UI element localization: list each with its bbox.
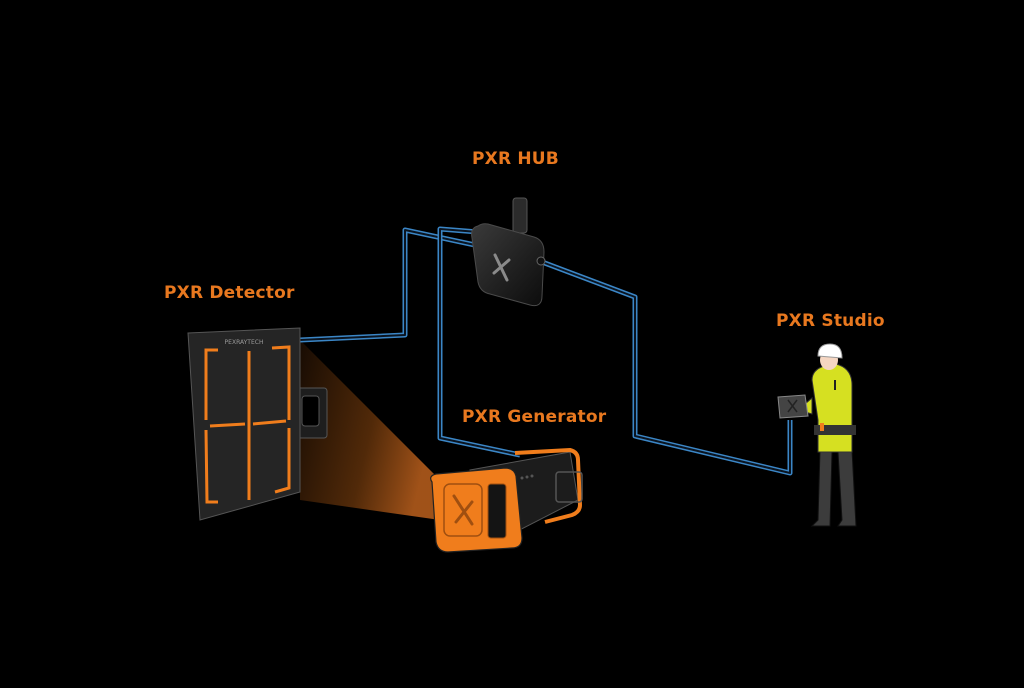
x-logo-icon — [492, 253, 511, 282]
xray-beam — [300, 340, 440, 520]
tool-belt — [814, 425, 856, 435]
x-logo-icon — [787, 399, 798, 413]
tablet — [777, 394, 809, 419]
hub-device — [471, 197, 546, 307]
cable-detector-hub — [299, 227, 476, 343]
x-logo-icon — [452, 494, 474, 526]
hub-antenna — [512, 197, 528, 234]
cable-hub-studio — [541, 259, 793, 476]
detector-panel: PEXRAYTECH — [187, 327, 328, 521]
status-leds — [520, 474, 534, 480]
operator-figure — [777, 343, 857, 527]
cable-generator-hub — [437, 226, 521, 458]
label-studio: PXR Studio — [776, 311, 885, 331]
detector-brand: PEXRAYTECH — [225, 339, 264, 346]
label-hub: PXR HUB — [472, 149, 559, 169]
hub-port — [536, 256, 546, 266]
hard-hat — [817, 343, 843, 359]
detector-frame-marks — [204, 345, 291, 504]
label-generator: PXR Generator — [462, 407, 607, 427]
label-detector: PXR Detector — [164, 283, 295, 303]
generator-device — [430, 447, 583, 553]
